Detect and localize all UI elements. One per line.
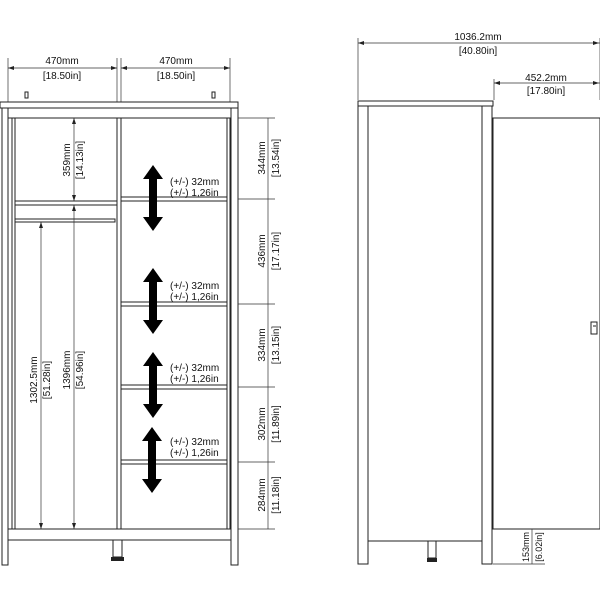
dim-label-mm: 359mm (62, 143, 73, 176)
dim-label-mm: 470mm (159, 56, 192, 67)
adjust-label-in: (+/-) 1,26in (170, 292, 219, 303)
dim-label-in: [18.50in] (43, 71, 82, 82)
dim-label-mm: 436mm (257, 234, 268, 267)
adjust-label-mm: (+/-) 32mm (170, 281, 219, 292)
leg-foot (427, 558, 437, 562)
dim-label-mm: 470mm (45, 56, 78, 67)
dim-label-mm: 284mm (257, 478, 268, 511)
shelf-gap-dimensions: 344mm [13.54in] 436mm [17.17in] 334mm [1… (238, 117, 282, 530)
shelf-adjustments: (+/-) 32mm (+/-) 1,26in (+/-) 32mm (+/-)… (142, 165, 219, 493)
dim-label-mm: 302mm (257, 407, 268, 440)
shelf (120, 196, 228, 202)
lock-icon (590, 321, 598, 335)
leg (427, 540, 437, 559)
cabinet-side (357, 100, 600, 565)
leg-height-dimension: 153mm [6.02in] (493, 529, 545, 565)
dim-label-in: [11.89in] (271, 405, 282, 443)
adjust-label-mm: (+/-) 32mm (170, 437, 219, 448)
adjust-label-in: (+/-) 1,26in (170, 188, 219, 199)
hanging-rail (14, 218, 116, 223)
shelf (120, 459, 228, 465)
hinge-icon (211, 91, 216, 99)
double-arrow-icon (142, 427, 162, 493)
dim-label-in: [13.54in] (271, 139, 282, 178)
dim-label-mm: 1036.2mm (454, 32, 501, 43)
shelf (120, 384, 228, 390)
dim-label-in: [11.18in] (271, 476, 282, 514)
dim-label-in: [51.28in] (42, 361, 53, 400)
dim-label-in: [14.13in] (75, 141, 86, 180)
dim-label-in: [17.80in] (527, 86, 566, 97)
lower-height-dimension: 1396mm [54.96in] (62, 205, 86, 529)
dim-label-mm: 452.2mm (525, 73, 567, 84)
dim-label-mm: 1302.5mm (29, 356, 40, 403)
door-depth-dimension: 452.2mm [17.80in] (493, 73, 600, 100)
double-arrow-icon (143, 165, 163, 231)
adjust-label-mm: (+/-) 32mm (170, 363, 219, 374)
hinge-icon (24, 91, 29, 99)
dim-label-mm: 153mm (521, 532, 531, 562)
double-arrow-icon (143, 352, 163, 418)
front-view: 470mm [18.50in] 470mm [18.50in] (0, 56, 282, 566)
left-compartment-dimension: 359mm [14.13in] (62, 118, 86, 201)
dim-label-in: [17.17in] (271, 232, 282, 271)
dim-label-mm: 344mm (257, 141, 268, 174)
adjust-label-in: (+/-) 1,26in (170, 448, 219, 459)
adjust-label-mm: (+/-) 32mm (170, 177, 219, 188)
dim-label-in: [13.15in] (271, 326, 282, 365)
leg-foot (111, 557, 124, 561)
dim-label-in: [6.02in] (534, 532, 544, 562)
width-dimension-right: 470mm [18.50in] (120, 56, 231, 102)
open-door (492, 117, 600, 530)
dim-label-in: [18.50in] (157, 71, 196, 82)
shelf (120, 301, 228, 307)
overall-depth-dimension: 1036.2mm [40.80in] (357, 32, 600, 100)
dim-label-in: [54.96in] (75, 351, 86, 390)
dim-label-mm: 334mm (257, 328, 268, 361)
shelf (14, 200, 118, 206)
double-arrow-icon (143, 268, 163, 334)
cabinet-front (0, 91, 239, 566)
adjust-label-in: (+/-) 1,26in (170, 374, 219, 385)
dim-label-mm: 1396mm (62, 351, 73, 390)
side-view: 1036.2mm [40.80in] 452.2mm [17.80in] 153… (357, 32, 600, 565)
hanging-height-dimension: 1302.5mm [51.28in] (29, 222, 53, 529)
dim-label-in: [40.80in] (459, 46, 498, 57)
leg (112, 539, 123, 558)
width-dimension-left: 470mm [18.50in] (7, 56, 118, 102)
